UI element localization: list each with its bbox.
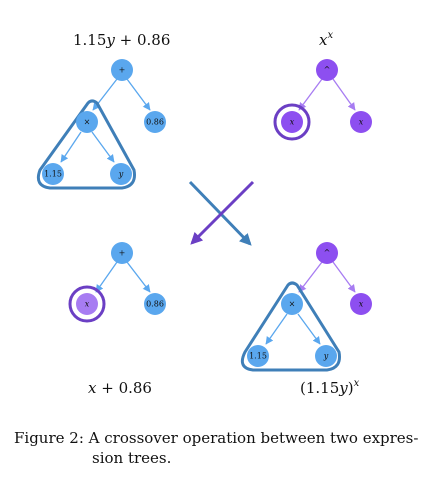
edge [91, 131, 115, 163]
power-node [316, 59, 338, 81]
variable-node-label: y [118, 170, 124, 179]
variable-node [350, 293, 372, 315]
power-node-label: ^ [324, 66, 331, 75]
subtree-highlight [273, 103, 311, 141]
plus-node-label: + [119, 249, 126, 258]
parent2-label: xx [319, 30, 333, 49]
variable-node [110, 163, 132, 185]
caption-prefix: Figure 2: [14, 429, 84, 447]
multiply-node-label: × [289, 300, 296, 309]
constant-node [144, 111, 166, 133]
multiply-node-label: × [84, 118, 91, 127]
edge [332, 261, 356, 293]
svg-text:1.15y + 0.86: 1.15y + 0.86 [73, 31, 170, 49]
crossover-arrows [188, 180, 255, 246]
plus-node [111, 59, 133, 81]
subtree-highlight [240, 281, 341, 372]
edge [298, 261, 323, 293]
variable-node-label: x [359, 300, 364, 309]
edge [95, 261, 118, 293]
constant-node [144, 293, 166, 315]
svg-text:x + 0.86: x + 0.86 [88, 379, 152, 397]
subtree-highlight [68, 285, 106, 323]
edge [332, 78, 356, 111]
svg-text:(1.15y)x: (1.15y)x [300, 378, 360, 397]
edge [126, 78, 151, 111]
edge [60, 131, 82, 163]
svg-text:xx: xx [319, 30, 333, 49]
variable-node [350, 111, 372, 133]
variable-node [315, 345, 337, 367]
variable-node-label: y [323, 352, 329, 361]
constant-node-label: 1.15 [44, 170, 62, 179]
power-node [316, 242, 338, 264]
power-node-label: ^ [324, 249, 331, 258]
caption-line-1: Figure 2: A crossover operation between … [14, 428, 424, 448]
multiply-node [76, 111, 98, 133]
parent2-tree: ^ x x [273, 59, 372, 141]
parent1-label: 1.15y + 0.86 [73, 31, 170, 49]
edge [298, 78, 323, 111]
constant-node [42, 163, 64, 185]
figure-caption: Figure 2: A crossover operation between … [14, 428, 424, 468]
multiply-node [281, 293, 303, 315]
subtree-highlight [36, 99, 136, 190]
variable-node-label: x [359, 118, 364, 127]
edge [265, 313, 288, 345]
plus-node [111, 242, 133, 264]
constant-node-label: 0.86 [146, 300, 164, 309]
child2-tree: ^ × x 1.15 y [240, 242, 372, 372]
variable-node [76, 293, 98, 315]
caption-text: A crossover operation between two expres… [88, 429, 419, 447]
constant-node-label: 1.15 [249, 352, 267, 361]
child2-label: (1.15y)x [300, 378, 360, 397]
caption-line-2: sion trees. [92, 449, 172, 467]
constant-node-label: 0.86 [146, 118, 164, 127]
swap-arrow [190, 180, 255, 245]
child1-label: x + 0.86 [88, 379, 152, 397]
constant-node [247, 345, 269, 367]
edge [126, 261, 151, 293]
variable-node-label: x [85, 300, 90, 309]
edge [297, 313, 321, 345]
parent1-tree: + × 0.86 1.15 y [36, 59, 166, 190]
variable-node-label: x [290, 118, 295, 127]
child1-tree: + x 0.86 [68, 242, 166, 323]
variable-node [281, 111, 303, 133]
plus-node-label: + [119, 66, 126, 75]
